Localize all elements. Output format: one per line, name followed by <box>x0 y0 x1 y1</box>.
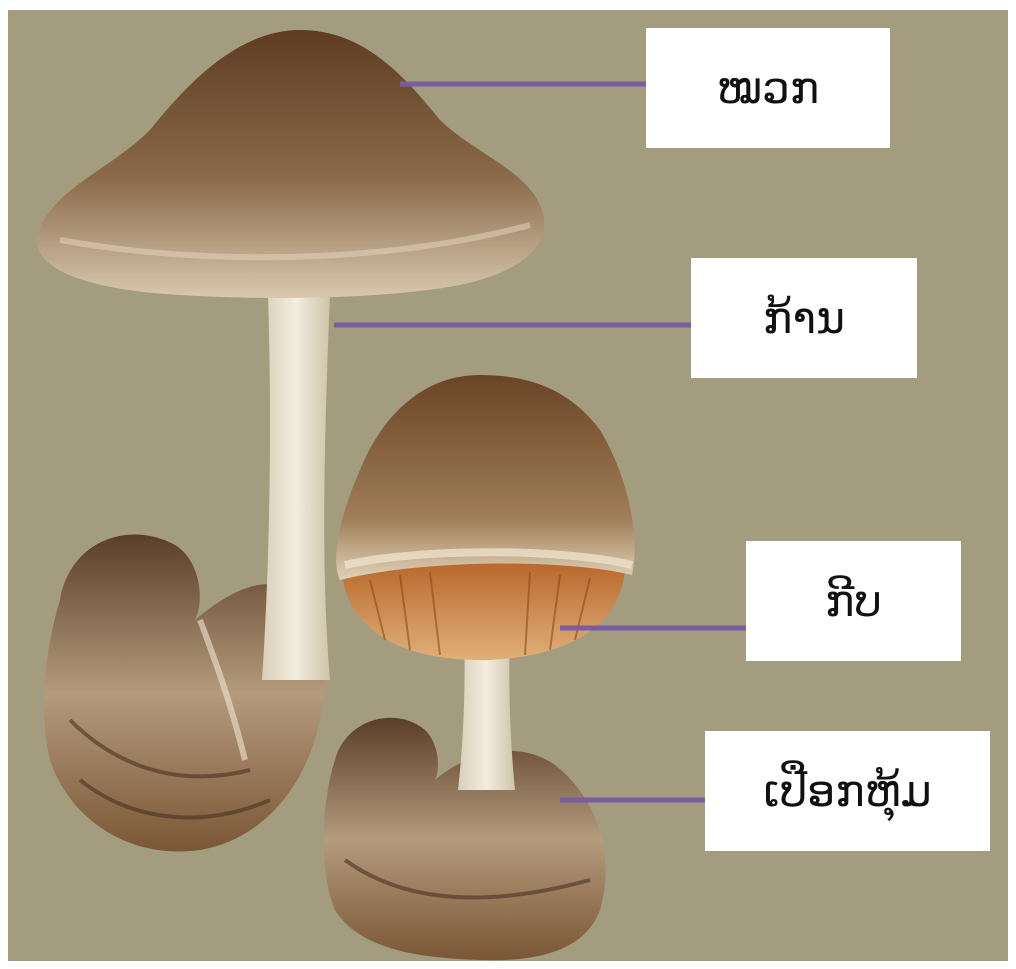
label-stem: ກ້ານ <box>691 258 917 378</box>
label-stem-text: ກ້ານ <box>763 293 845 344</box>
label-cap-text: ໝວກ <box>717 63 820 114</box>
label-volva-text: ເປືອກຫຸ້ມ <box>763 766 931 817</box>
label-gill: ກີບ <box>746 541 961 661</box>
label-volva: ເປືອກຫຸ້ມ <box>705 731 990 851</box>
label-gill-text: ກີບ <box>825 576 882 627</box>
label-cap: ໝວກ <box>646 28 890 148</box>
stem-large <box>262 295 330 680</box>
